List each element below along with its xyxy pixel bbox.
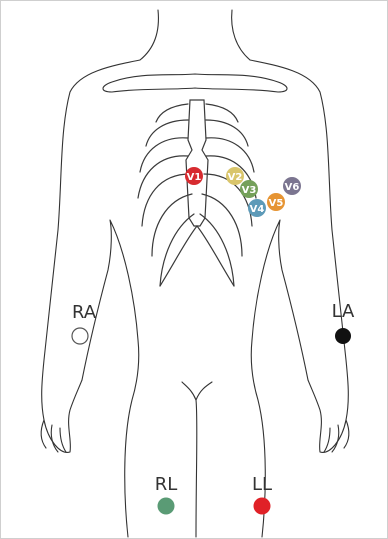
groin-line-right: [196, 382, 212, 400]
rib-r6: [202, 194, 242, 256]
lead-label-v3: V3: [242, 185, 257, 196]
chest-leads: V1 V2 V3 V4 V5 V6: [185, 167, 301, 217]
rib-r2: [206, 120, 248, 146]
rib-r7: [200, 214, 234, 286]
lead-label-v6: V6: [285, 182, 300, 193]
shoulder-clavicle: [103, 74, 287, 92]
lead-label-ra: RA: [72, 302, 97, 323]
lead-label-v5: V5: [269, 198, 284, 209]
rib-l6: [152, 194, 192, 256]
electrode-ra[interactable]: [72, 328, 88, 344]
lead-label-la: LA: [332, 301, 355, 322]
lead-label-v2: V2: [228, 172, 243, 183]
left-side-outline: [42, 60, 140, 537]
neck-left: [140, 10, 158, 60]
limb-leads: RA LA RL LL: [72, 301, 355, 515]
right-side-outline: [250, 60, 348, 537]
rib-cage: [138, 100, 256, 286]
rib-r1: [206, 104, 238, 122]
body-outline: [41, 10, 349, 537]
electrode-la[interactable]: [335, 328, 351, 344]
costal-margin: [160, 226, 234, 286]
lead-label-ll: LL: [252, 474, 272, 495]
lead-label-v4: V4: [250, 204, 265, 215]
neck-right: [232, 10, 250, 60]
sternum: [186, 100, 208, 226]
lead-label-v1: V1: [187, 172, 202, 183]
rib-l1: [156, 104, 188, 122]
rib-l4: [138, 156, 188, 198]
rib-l5: [142, 174, 190, 226]
groin-line: [182, 382, 197, 537]
rib-l7: [160, 214, 194, 286]
electrode-rl[interactable]: [158, 498, 175, 515]
lead-label-rl: RL: [155, 474, 178, 495]
rib-l2: [146, 120, 188, 146]
electrode-ll[interactable]: [254, 498, 271, 515]
